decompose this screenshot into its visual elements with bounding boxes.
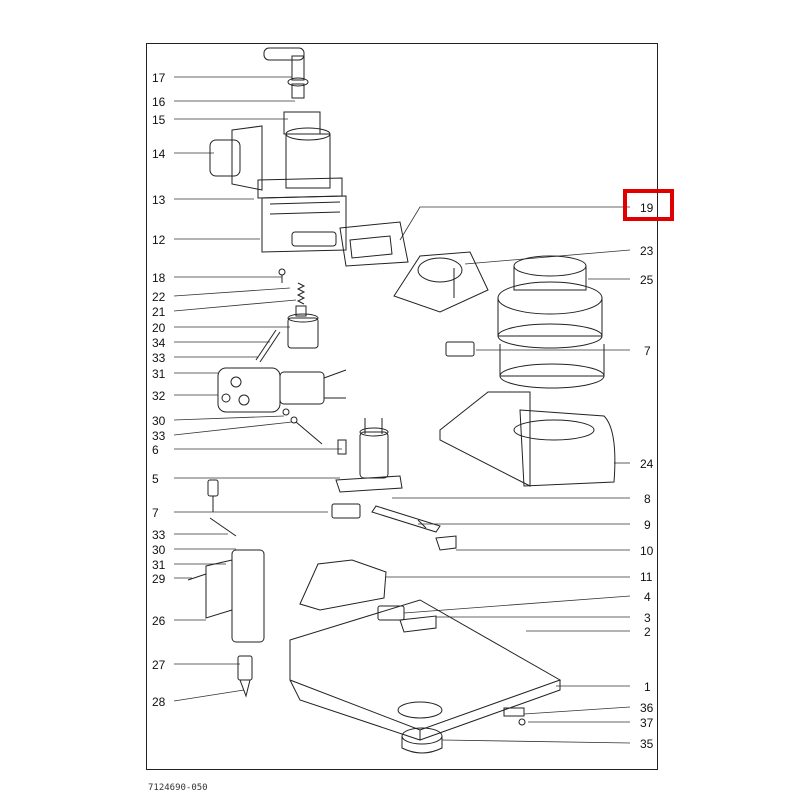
pump-assembly (217, 329, 347, 445)
bean-container-parts (393, 251, 616, 487)
part-callout-2: 2 (644, 625, 651, 639)
part-callout-22: 22 (152, 290, 166, 304)
part-callout-5: 5 (152, 472, 159, 486)
part-callout-26: 26 (152, 614, 166, 628)
part-callout-15: 15 (152, 113, 166, 127)
part-callout-21: 21 (152, 305, 166, 319)
part-callout-9: 9 (644, 518, 651, 532)
part-callout-24: 24 (640, 457, 654, 471)
part-callout-11: 11 (640, 570, 653, 584)
part-callout-6: 6 (152, 443, 159, 457)
part-callout-19: 19 (640, 201, 654, 215)
part-callout-17: 17 (152, 71, 166, 85)
part-callout-25: 25 (640, 273, 654, 287)
brew-unit-assembly (209, 47, 409, 267)
spring-and-knob-parts (278, 268, 319, 349)
part-callout-34: 34 (152, 336, 166, 350)
part-callout-7: 7 (152, 506, 159, 520)
part-callout-30: 30 (152, 414, 166, 428)
part-callout-8: 8 (644, 492, 651, 506)
leader-lines (173, 76, 631, 744)
part-callout-35: 35 (640, 737, 654, 751)
part-callout-36: 36 (640, 701, 654, 715)
part-callout-30: 30 (152, 543, 166, 557)
highlight-box-19 (623, 189, 674, 221)
heater-assembly (187, 479, 361, 698)
valve-assembly (335, 418, 457, 551)
part-callout-33: 33 (152, 429, 166, 443)
part-callout-1: 1 (644, 680, 651, 694)
part-callout-33: 33 (152, 351, 166, 365)
part-callout-12: 12 (152, 233, 166, 247)
base-assembly (289, 559, 562, 754)
part-callout-33: 33 (152, 528, 166, 542)
part-callout-18: 18 (152, 271, 166, 285)
part-callout-37: 37 (640, 716, 654, 730)
part-callout-4: 4 (644, 590, 651, 604)
part-callout-32: 32 (152, 389, 166, 403)
part-callout-29: 29 (152, 572, 166, 586)
part-callout-10: 10 (640, 544, 654, 558)
part-callout-27: 27 (152, 658, 166, 672)
part-callout-31: 31 (152, 367, 166, 381)
part-callout-7: 7 (644, 344, 651, 358)
part-callout-28: 28 (152, 695, 166, 709)
part-callout-20: 20 (152, 321, 166, 335)
part-callout-23: 23 (640, 244, 654, 258)
part-callout-3: 3 (644, 611, 651, 625)
part-callout-16: 16 (152, 95, 166, 109)
diagram-frame (146, 43, 658, 770)
part-callout-31: 31 (152, 558, 166, 572)
part-callout-14: 14 (152, 147, 166, 161)
part-callout-13: 13 (152, 193, 166, 207)
document-id: 7124690-050 (148, 783, 208, 793)
